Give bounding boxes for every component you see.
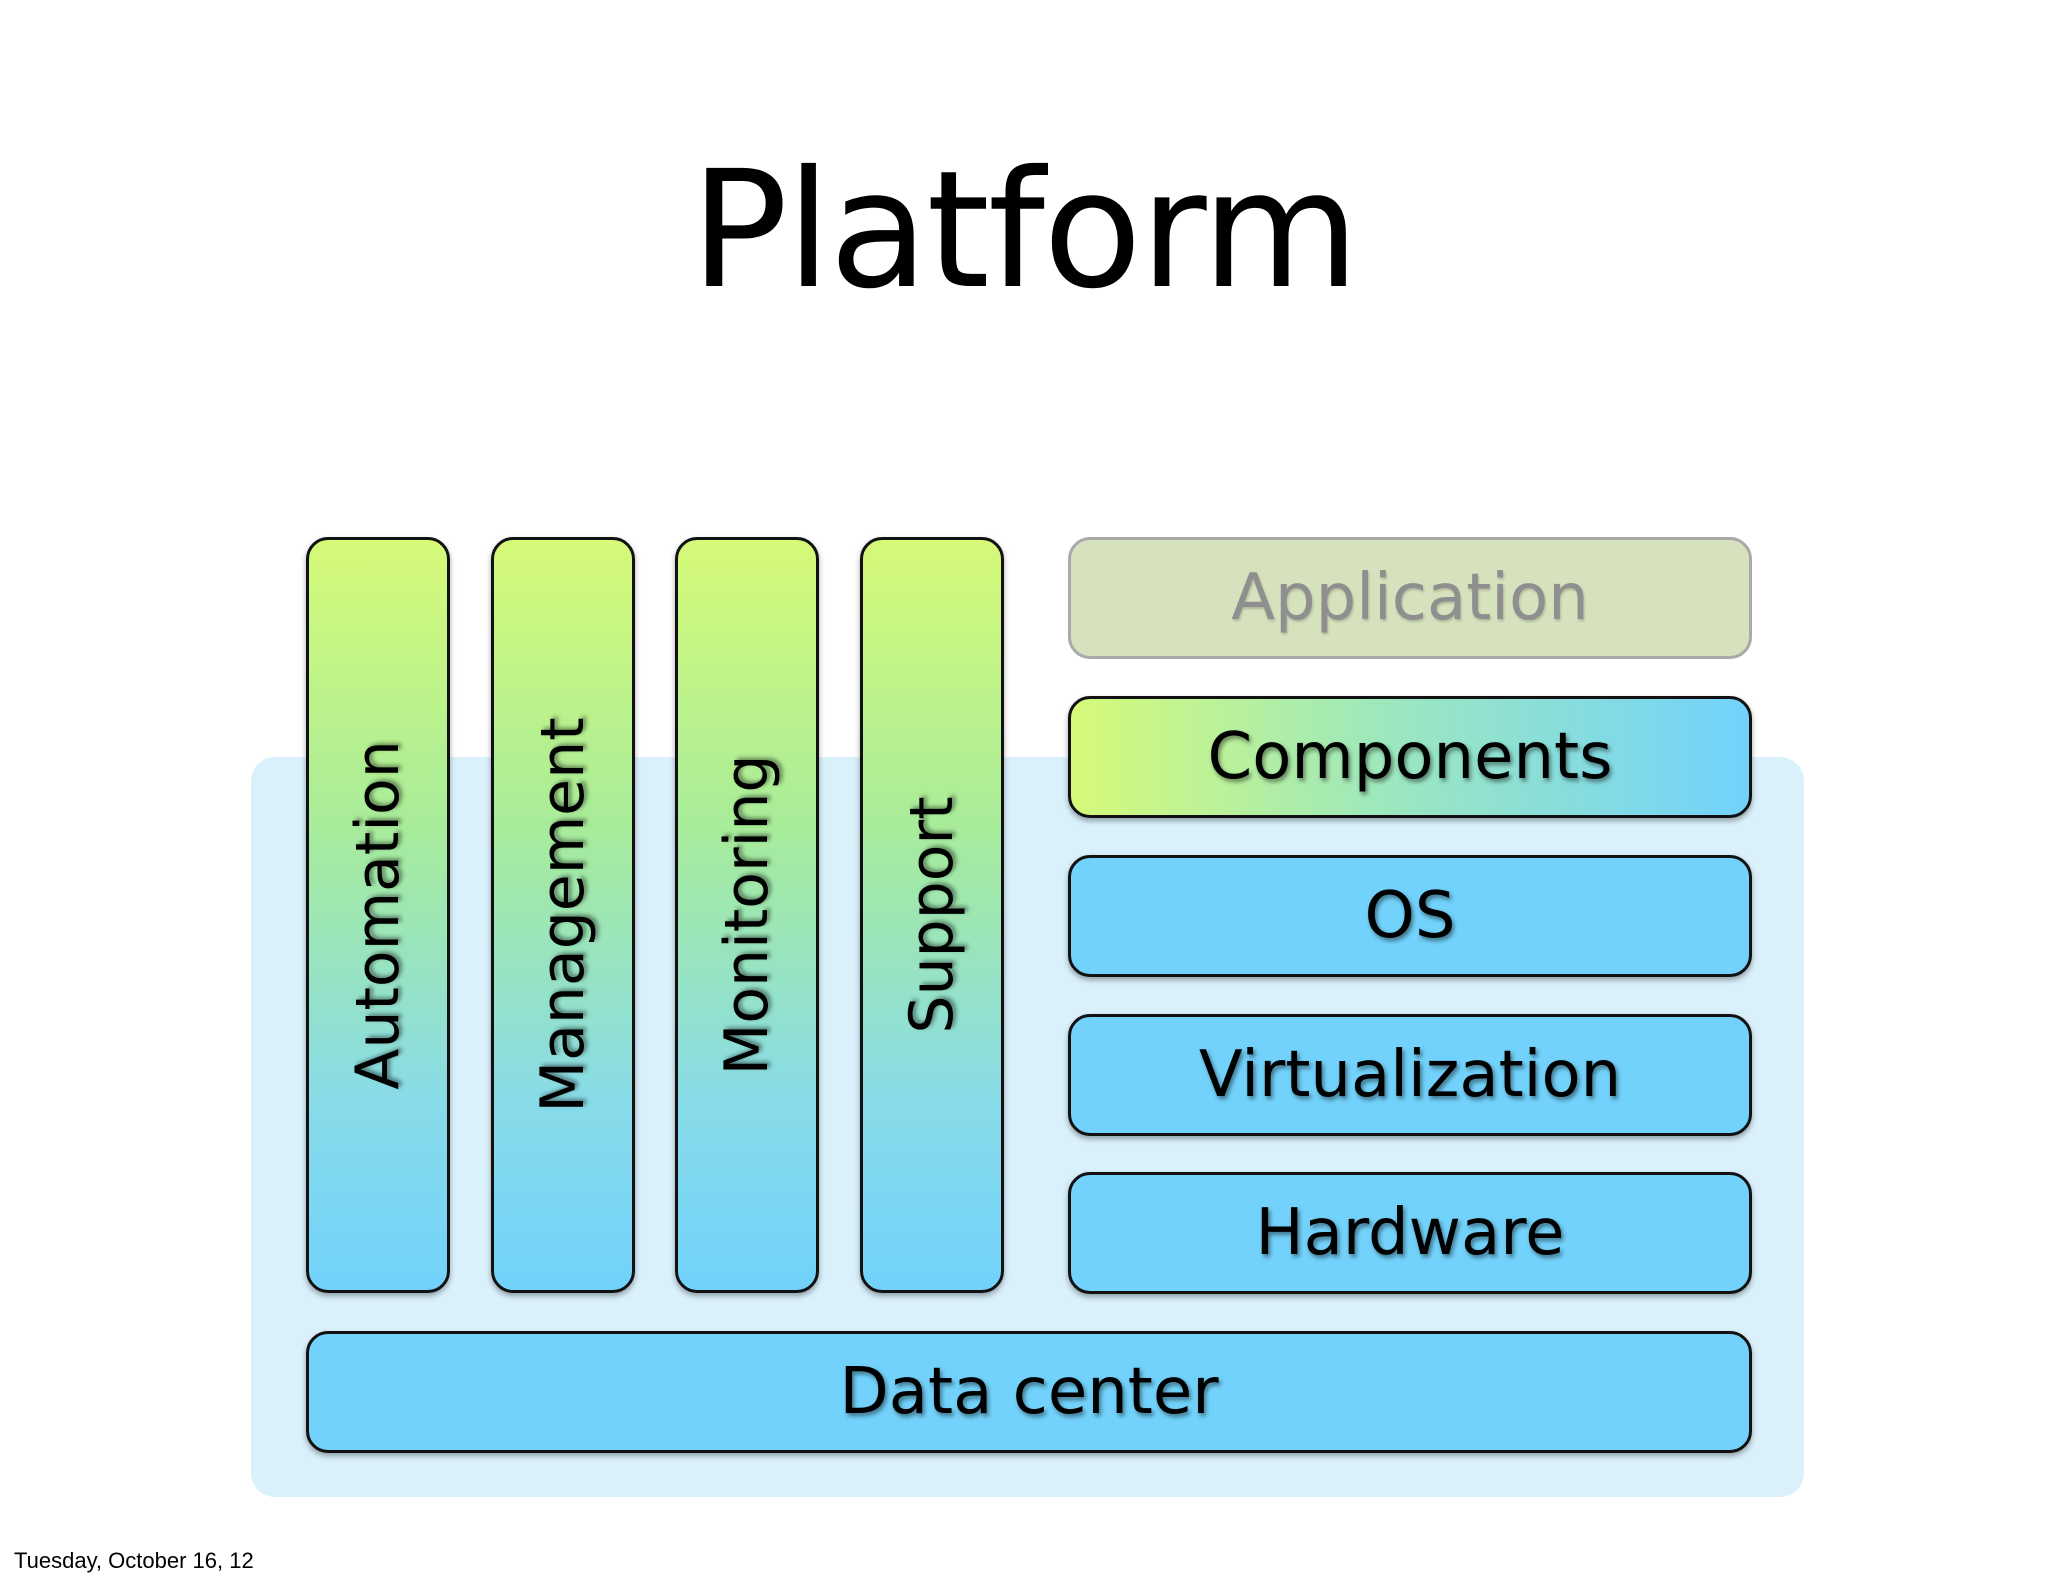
layer-label: OS (1364, 879, 1456, 953)
column-management: Management (491, 537, 635, 1293)
layer-label: Virtualization (1198, 1038, 1622, 1112)
column-label: Automation (343, 740, 413, 1090)
layer-os: OS (1068, 855, 1752, 977)
layer-components: Components (1068, 696, 1752, 818)
column-support: Support (860, 537, 1004, 1293)
column-automation: Automation (306, 537, 450, 1293)
layer-application: Application (1068, 537, 1752, 659)
layer-hardware: Hardware (1068, 1172, 1752, 1294)
layer-label: Hardware (1255, 1196, 1565, 1270)
layer-virtualization: Virtualization (1068, 1014, 1752, 1136)
column-monitoring: Monitoring (675, 537, 819, 1293)
layer-label: Data center (839, 1355, 1219, 1429)
layer-label: Application (1231, 561, 1589, 635)
column-label: Management (528, 717, 598, 1113)
column-label: Support (897, 796, 967, 1034)
footer-date: Tuesday, October 16, 12 (14, 1548, 254, 1573)
layer-label: Components (1207, 720, 1613, 794)
column-label: Monitoring (712, 754, 782, 1076)
layer-data-center: Data center (306, 1331, 1752, 1453)
slide-title: Platform (690, 137, 1359, 325)
